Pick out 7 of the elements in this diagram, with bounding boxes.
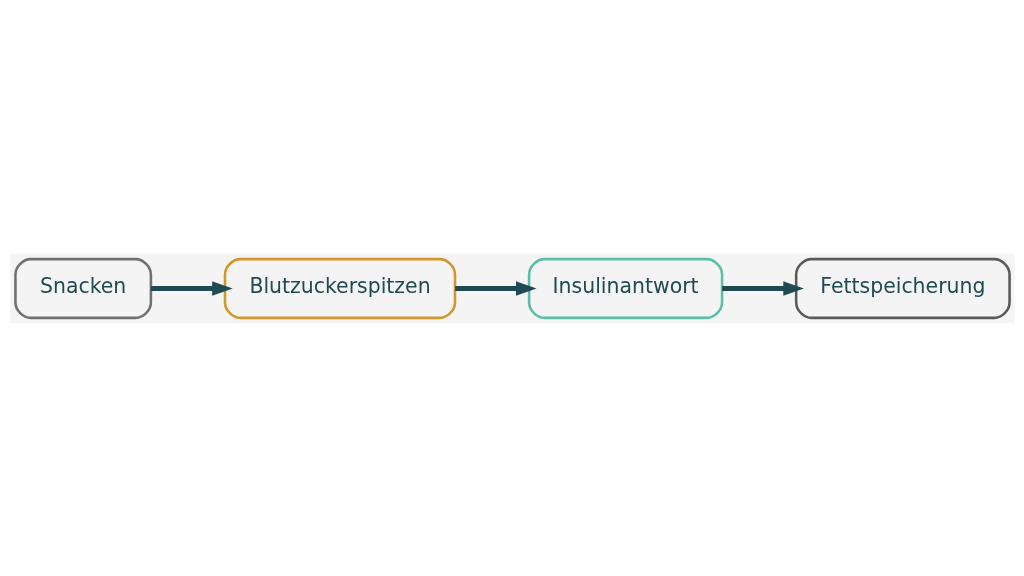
arrow	[454, 280, 537, 296]
node-box: Fettspeicherung	[794, 257, 1011, 319]
node-box: Snacken	[13, 257, 152, 319]
node-box: Blutzuckerspitzen	[223, 257, 456, 319]
arrow	[150, 280, 233, 296]
arrow	[721, 280, 804, 296]
node-box: Insulinantwort	[527, 257, 723, 319]
